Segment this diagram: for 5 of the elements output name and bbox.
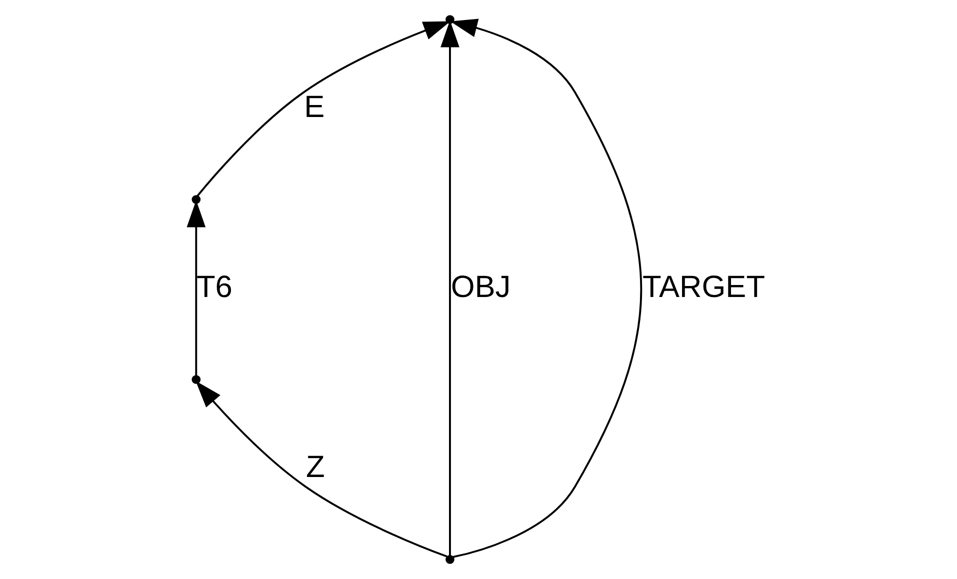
- edge-label: E: [304, 88, 324, 124]
- edge-label: T6: [196, 268, 232, 304]
- edge-label: Z: [305, 448, 324, 484]
- edge-label: OBJ: [450, 268, 510, 304]
- edge-label: TARGET: [642, 268, 764, 304]
